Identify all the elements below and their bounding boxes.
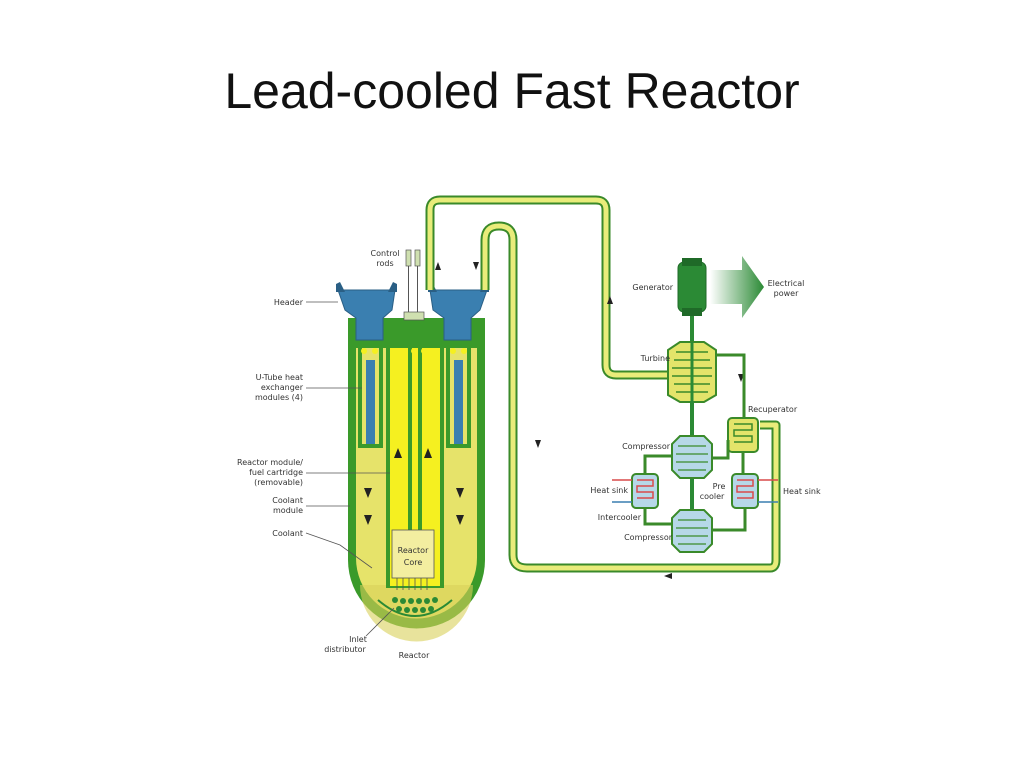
label-compressor-top: Compressor [622,442,671,451]
label-coolant: Coolant [272,529,303,538]
coolant-flow-arrows [364,448,464,525]
label-recuperator: Recuperator [748,405,798,414]
label-control-rods-1: Control [371,249,400,258]
label-reactor-module-3: (removable) [254,478,303,487]
label-coolant-module-1: Coolant [272,496,303,505]
label-turbine: Turbine [640,354,670,363]
electrical-power-arrow [710,256,764,318]
label-intercooler: Intercooler [598,513,642,522]
u-tube-exchangers [358,340,471,448]
generator [677,258,707,342]
label-inlet-distributor-2: distributor [324,645,366,654]
label-precooler-2: cooler [700,492,725,501]
precooler [731,473,778,509]
inlet-distributor [377,597,453,617]
label-reactor-module-1: Reactor module/ [237,458,303,467]
return-pipe [480,221,781,573]
label-precooler-1: Pre [713,482,726,491]
compressor-bottom [671,509,713,553]
label-compressor-bottom: Compressor [624,533,673,542]
control-rods [403,249,425,321]
label-heat-sink-right: Heat sink [783,487,821,496]
reactor-core: Reactor Core [391,529,435,590]
power-loop-piping [643,353,747,532]
recuperator [727,417,759,453]
label-electrical-power-1: Electrical [768,279,805,288]
reactor-core-label-2: Core [404,558,423,567]
compressor-top [671,435,713,479]
label-u-tube-3: modules (4) [255,393,303,402]
turbine [667,341,717,403]
label-u-tube-1: U-Tube heat [256,373,303,382]
label-generator: Generator [632,283,673,292]
label-reactor-module-2: fuel cartridge [249,468,303,477]
pipe-flow-arrows [435,262,744,579]
label-header: Header [274,298,304,307]
slide-title: Lead-cooled Fast Reactor [224,63,800,119]
label-u-tube-2: exchanger [261,383,304,392]
reactor-core-label-1: Reactor [398,546,429,555]
labels: Control rods Header U-Tube heat exchange… [237,249,821,660]
label-control-rods-2: rods [376,259,393,268]
label-reactor: Reactor [399,651,430,660]
hot-pipe [425,195,682,380]
label-heat-sink-left: Heat sink [590,486,628,495]
label-coolant-module-2: module [273,506,303,515]
label-electrical-power-2: power [774,289,799,298]
label-inlet-distributor-1: Inlet [349,635,367,644]
header-left [336,282,397,341]
